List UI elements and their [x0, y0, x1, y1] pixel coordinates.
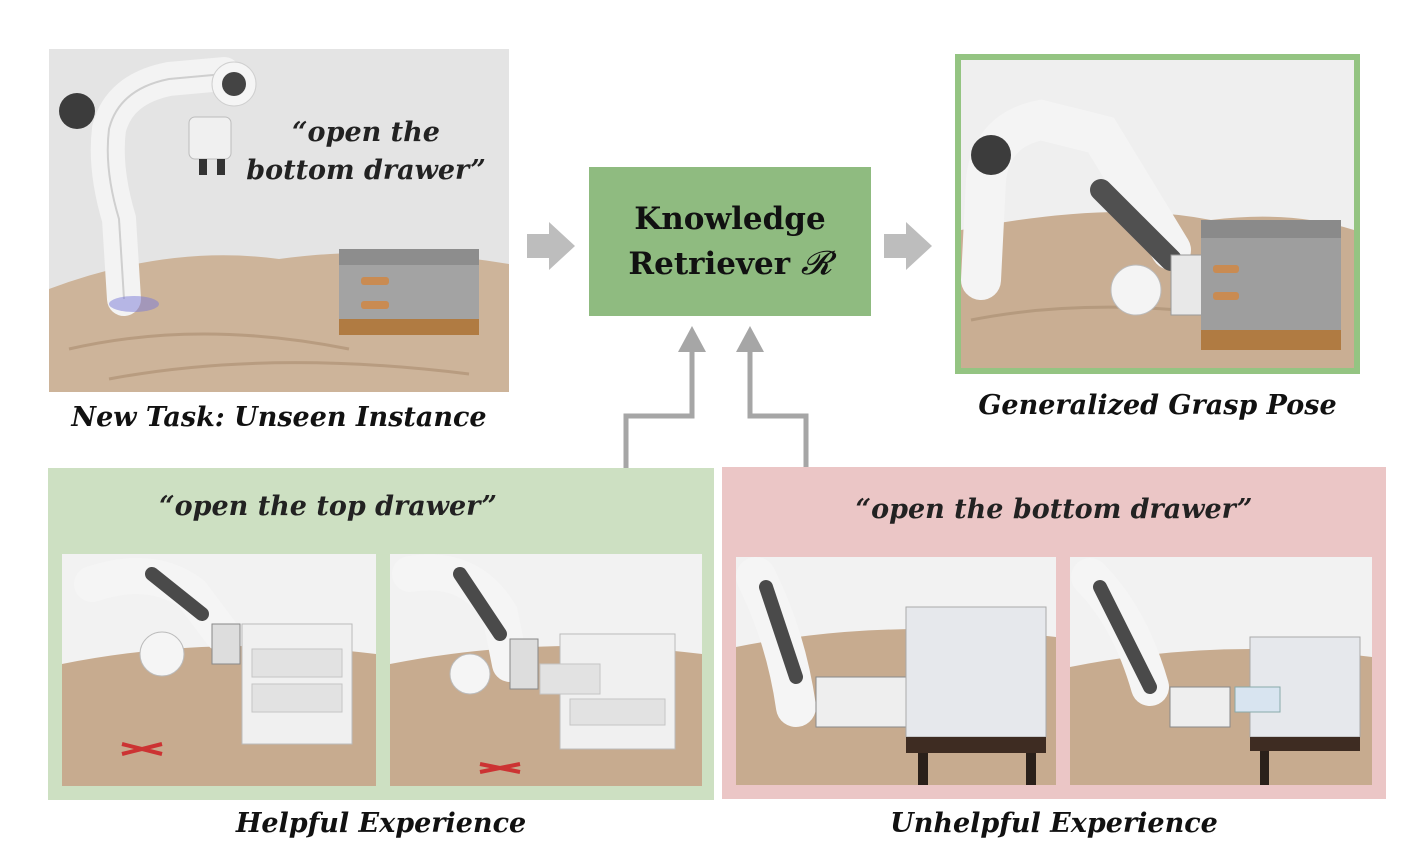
knowledge-retriever-box: Knowledge Retriever 𝓡	[589, 167, 871, 316]
retriever-title-line2: Retriever 𝓡	[628, 243, 832, 282]
result-caption: Generalized Grasp Pose	[978, 390, 1337, 421]
generalized-grasp-photo	[961, 60, 1354, 368]
new-task-photo	[49, 49, 509, 392]
arrow-to-retriever-icon	[527, 222, 575, 270]
helpful-instruction: “open the top drawer”	[159, 491, 497, 522]
unhelpful-photo-2	[1070, 557, 1372, 785]
arrow-to-result-icon	[884, 222, 932, 270]
helpful-photo-1	[62, 554, 376, 786]
helpful-caption: Helpful Experience	[235, 808, 527, 839]
new-task-instruction: “open the bottom drawer”	[246, 117, 486, 186]
helpful-photo-2	[390, 554, 702, 786]
helpful-experience-panel: “open the top drawer”	[48, 468, 714, 800]
unhelpful-experience-panel: “open the bottom drawer”	[722, 467, 1386, 799]
retriever-title-line1: Knowledge	[634, 201, 826, 237]
result-frame	[955, 54, 1360, 374]
new-task-caption: New Task: Unseen Instance	[71, 402, 487, 433]
retriever-symbol: 𝓡	[800, 243, 832, 282]
unhelpful-instruction: “open the bottom drawer”	[855, 494, 1253, 525]
unhelpful-caption: Unhelpful Experience	[890, 808, 1218, 839]
unhelpful-photo-1	[736, 557, 1056, 785]
